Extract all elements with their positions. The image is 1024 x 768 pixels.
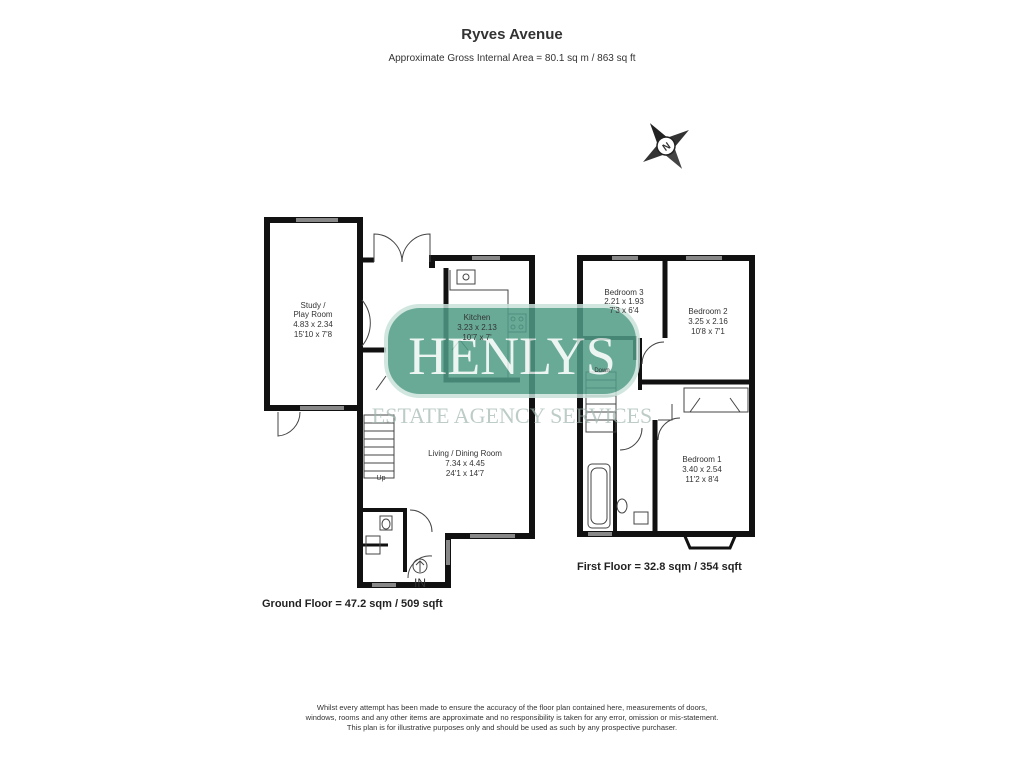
entrance-label: IN [414,576,426,590]
first-floor-area-label: First Floor = 32.8 sqm / 354 sqft [577,561,742,573]
svg-text:Play Room: Play Room [293,310,332,319]
svg-text:3.23 x 2.13: 3.23 x 2.13 [457,323,497,332]
room-label-study: Study / Play Room 4.83 x 2.34 15'10 x 7'… [293,301,333,339]
svg-text:4.83 x 2.34: 4.83 x 2.34 [293,320,333,329]
svg-text:2.21 x 1.93: 2.21 x 1.93 [604,297,644,306]
svg-text:7.34 x 4.45: 7.34 x 4.45 [445,459,485,468]
watermark-tagline: ESTATE AGENCY SERVICES [372,403,652,428]
svg-text:Living / Dining Room: Living / Dining Room [428,449,502,458]
plan-title: Ryves Avenue [461,26,563,43]
svg-text:24'1 x 14'7: 24'1 x 14'7 [446,469,485,478]
plan-subtitle: Approximate Gross Internal Area = 80.1 s… [388,53,636,64]
svg-text:3.25 x 2.16: 3.25 x 2.16 [688,317,728,326]
disclaimer-line: windows, rooms and any other items are a… [305,713,719,722]
svg-text:11'2 x 8'4: 11'2 x 8'4 [685,475,719,484]
room-label-kitchen: Kitchen 3.23 x 2.13 10'7 x 7' [457,313,497,342]
room-label-living-dining: Living / Dining Room 7.34 x 4.45 24'1 x … [428,449,502,478]
room-label-bedroom-2: Bedroom 2 3.25 x 2.16 10'8 x 7'1 [688,307,728,336]
room-label-bedroom-1: Bedroom 1 3.40 x 2.54 11'2 x 8'4 [682,455,722,484]
disclaimer-text: Whilst every attempt has been made to en… [270,703,754,733]
henlys-watermark: HENLYS ESTATE AGENCY SERVICES [372,304,652,428]
svg-text:3.40 x 2.54: 3.40 x 2.54 [682,465,722,474]
svg-text:Bedroom 1: Bedroom 1 [682,455,722,464]
disclaimer-line: This plan is for illustrative purposes o… [346,723,678,732]
svg-text:15'10 x 7'8: 15'10 x 7'8 [294,330,333,339]
svg-text:Bedroom 3: Bedroom 3 [604,288,644,297]
svg-text:Study /: Study / [301,301,327,310]
stair-up-label: Up [377,475,386,482]
svg-text:10'8 x 7'1: 10'8 x 7'1 [691,327,725,336]
watermark-logo-text: HENLYS [408,326,616,386]
svg-text:Kitchen: Kitchen [464,313,491,322]
disclaimer-line: Whilst every attempt has been made to en… [316,703,708,712]
svg-text:7'3 x 6'4: 7'3 x 6'4 [609,306,639,315]
ground-floor-area-label: Ground Floor = 47.2 sqm / 509 sqft [262,598,443,610]
svg-text:10'7 x 7': 10'7 x 7' [462,333,492,342]
compass-rose-icon: N [643,123,689,169]
svg-text:Bedroom 2: Bedroom 2 [688,307,728,316]
room-label-bedroom-3: Bedroom 3 2.21 x 1.93 7'3 x 6'4 [604,288,644,315]
stair-down-label: Down [594,368,609,374]
